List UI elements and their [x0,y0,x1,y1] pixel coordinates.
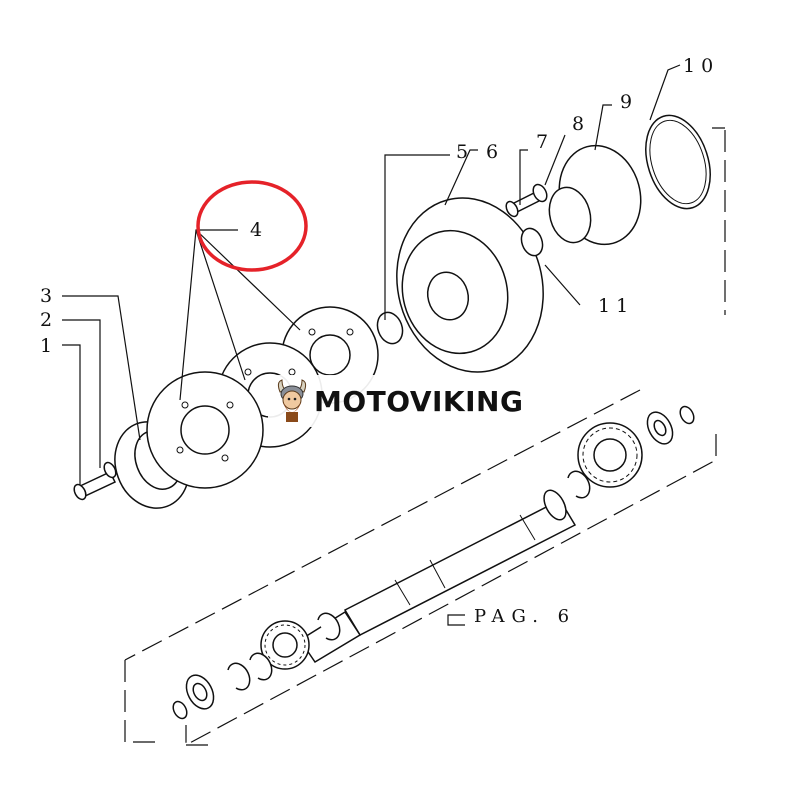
bolt-part-1 [73,461,117,501]
main-shaft [298,489,577,664]
hub-part-9 [520,144,642,257]
gear-left [260,620,310,670]
callout-11: 11 [598,295,634,317]
callout-5: 5 [456,141,474,163]
highlight-circle [196,180,308,272]
callout-8: 8 [572,113,590,135]
callout-10: 10 [683,55,719,77]
callout-4: 4 [250,219,268,241]
callout-2: 2 [40,309,58,331]
clutch-drum-part-6 [376,197,544,373]
gear-right [577,422,643,488]
dashed-frame [124,127,726,747]
bearings-and-rings [172,405,695,720]
page-reference: PAG. 6 [474,606,576,627]
callout-6: 6 [486,141,504,163]
callout-7: 7 [536,131,554,153]
callout-labels: 1 2 3 4 5 6 7 8 9 10 11 PAG. 6 [40,55,719,627]
leader-lines [62,64,681,626]
callout-1: 1 [40,335,58,357]
callout-9: 9 [620,91,638,113]
o-ring-part-10 [645,114,711,210]
callout-3: 3 [40,285,58,307]
watermark-brand: MOTOVIKING [314,384,524,418]
viking-mascot-icon [277,379,307,422]
bolt-part-7 [505,183,548,218]
watermark-logo: MOTOVIKING [268,375,534,427]
